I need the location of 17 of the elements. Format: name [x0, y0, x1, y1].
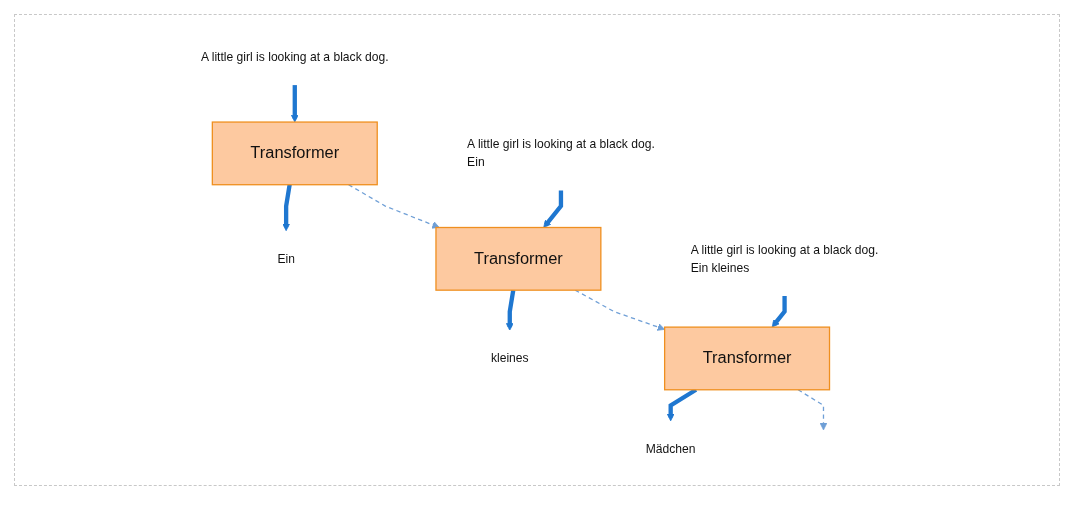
node-text: A little girl is looking at a black dog. Ein kleines: [691, 242, 879, 275]
node-text: Mädchen: [646, 441, 696, 456]
arrow: [506, 289, 516, 331]
arrow: [797, 389, 828, 431]
arrow: [772, 296, 788, 328]
arrow: [291, 85, 299, 123]
arrow: [574, 289, 666, 331]
node-text: A little girl is looking at a black dog. Ein: [467, 136, 656, 169]
node-box: Transformer: [664, 326, 831, 391]
node-text: A little girl is looking at a black dog.: [201, 49, 389, 64]
node-text: kleines: [491, 351, 529, 365]
node-box: Transformer: [435, 226, 602, 291]
node-box: Transformer: [212, 121, 379, 186]
node-text: Ein: [277, 251, 296, 266]
arrow: [348, 184, 440, 229]
arrow: [282, 184, 293, 232]
arrow: [543, 190, 564, 228]
